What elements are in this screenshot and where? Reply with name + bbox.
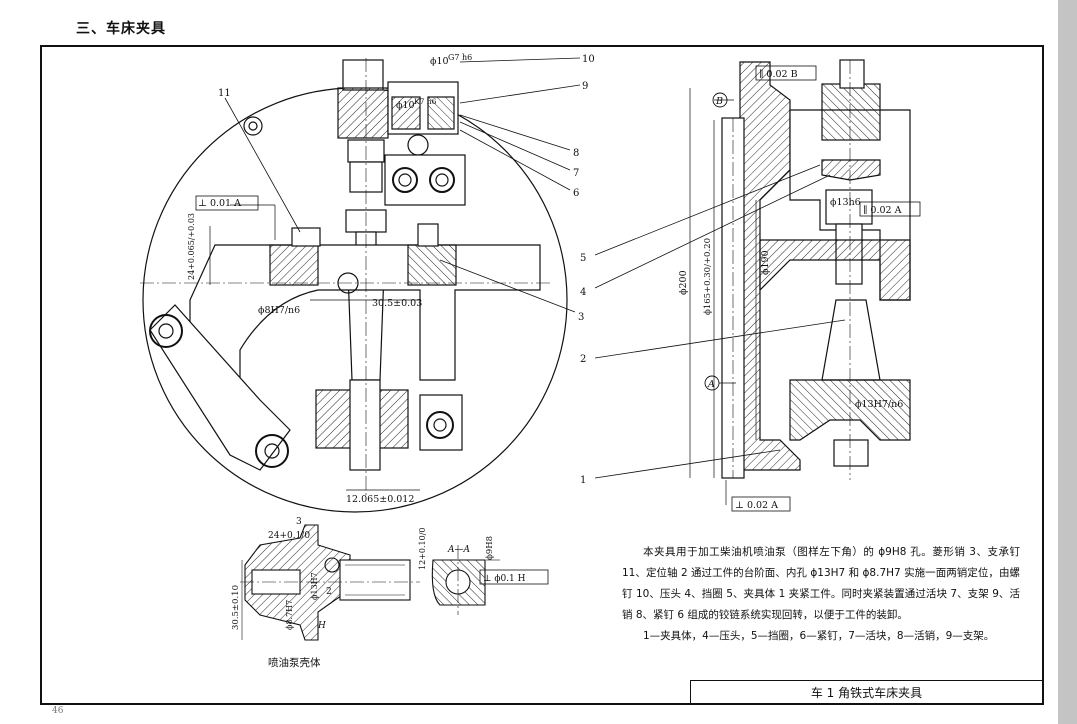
counterweight bbox=[149, 304, 291, 471]
part-number-11: 11 bbox=[218, 88, 231, 99]
part-number-8: 8 bbox=[573, 148, 579, 159]
part-number-7: 7 bbox=[573, 168, 579, 179]
dim-24-height: 24+0.065/+0.03 bbox=[187, 213, 196, 280]
dim-12-detail: 12+0.10/0 bbox=[418, 528, 427, 570]
dim-phi13h7-n6: ϕ13H7/n6 bbox=[855, 399, 903, 410]
dim-phi13h6: ϕ13h6 bbox=[830, 197, 861, 208]
housing-nozzle bbox=[339, 559, 411, 601]
dim-phi190: ϕ190 bbox=[760, 250, 771, 275]
dim-24-width: 24+0.1/0 bbox=[268, 531, 310, 541]
part-number-1: 1 bbox=[580, 475, 586, 486]
ref-3: 3 bbox=[296, 517, 302, 527]
left-view bbox=[140, 57, 581, 513]
tol-parallel-a: ∥ 0.02 A bbox=[863, 205, 902, 216]
part-number-10: 10 bbox=[582, 54, 595, 65]
dim-phi13h7-detail: ϕ13H7 bbox=[310, 572, 319, 600]
dim-phi10-g7: ϕ10 bbox=[430, 56, 449, 67]
diamond-pin bbox=[417, 223, 439, 247]
dim-phi165: ϕ165+0.30/+0.20 bbox=[703, 238, 713, 315]
dim-30-5-detail: 30.5±0.10 bbox=[231, 585, 241, 630]
dim-30-5: 30.5±0.03 bbox=[372, 298, 422, 309]
dim-phi10-k7: ϕ10 bbox=[396, 100, 415, 111]
description-block: 本夹具用于加工柴油机喷油泵（图样左下角）的 ϕ9H8 孔。菱形销 3、支承钉 1… bbox=[622, 542, 1020, 647]
tol-parallel-b: ∥ 0.02 B bbox=[759, 69, 798, 80]
part-number-4: 4 bbox=[580, 287, 586, 298]
fit-g7-h6: G7 h6 bbox=[448, 53, 472, 62]
drawing-frame bbox=[40, 45, 1044, 705]
dim-phi8-7h7: ϕ8.7H7 bbox=[285, 600, 294, 630]
fixture-body-section bbox=[739, 61, 801, 471]
pressure-head bbox=[821, 159, 881, 181]
clamp-nut bbox=[342, 59, 384, 91]
hinge-block bbox=[384, 154, 466, 206]
ref-2: 2 bbox=[326, 587, 332, 597]
part-number-3: 3 bbox=[578, 312, 584, 323]
fit-k7-h6: K7 h6 bbox=[414, 97, 437, 106]
tol-perp-001-a: ⊥ 0.01 A bbox=[198, 198, 241, 209]
locating-shaft-right bbox=[821, 299, 881, 381]
clamp-head bbox=[337, 87, 389, 139]
datum-h: H bbox=[317, 621, 326, 631]
dim-phi8h7-n6: ϕ8H7/n6 bbox=[258, 305, 300, 316]
tol-position-h: ⊥ ϕ0.1 H bbox=[483, 574, 526, 584]
page-side-strip bbox=[1058, 0, 1077, 724]
dim-phi200: ϕ200 bbox=[678, 270, 689, 295]
part-number-2: 2 bbox=[580, 354, 586, 365]
dim-phi9h8: ϕ9H8 bbox=[485, 536, 495, 560]
page-number: 46 bbox=[52, 706, 64, 716]
small-bolt-circle bbox=[243, 116, 263, 136]
part-legend: 1—夹具体，4—压头，5—挡圈，6—紧钉，7—活块，8—活销，9—支架。 bbox=[643, 630, 995, 642]
title-block: 车 1 角铁式车床夹具 bbox=[690, 680, 1042, 703]
right-view bbox=[594, 59, 911, 505]
part-number-5: 5 bbox=[580, 253, 586, 264]
section-heading: 三、车床夹具 bbox=[76, 21, 166, 37]
drawing-title: 车 1 角铁式车床夹具 bbox=[810, 685, 923, 700]
workpiece-caption: 喷油泵壳体 bbox=[268, 657, 321, 669]
tol-perp-002-a: ⊥ 0.02 A bbox=[735, 500, 778, 511]
datum-b: B bbox=[715, 96, 723, 107]
description-text: 本夹具用于加工柴油机喷油泵（图样左下角）的 ϕ9H8 孔。菱形销 3、支承钉 1… bbox=[622, 546, 1020, 621]
dim-12-065: 12.065±0.012 bbox=[346, 494, 414, 505]
clamp-screw-section bbox=[821, 83, 881, 141]
section-aa-label: A—A bbox=[447, 545, 470, 555]
workpiece-detail bbox=[240, 524, 500, 641]
support-pin bbox=[291, 227, 321, 247]
part-number-6: 6 bbox=[573, 188, 579, 199]
part-number-9: 9 bbox=[582, 81, 588, 92]
datum-a: A bbox=[707, 379, 715, 390]
